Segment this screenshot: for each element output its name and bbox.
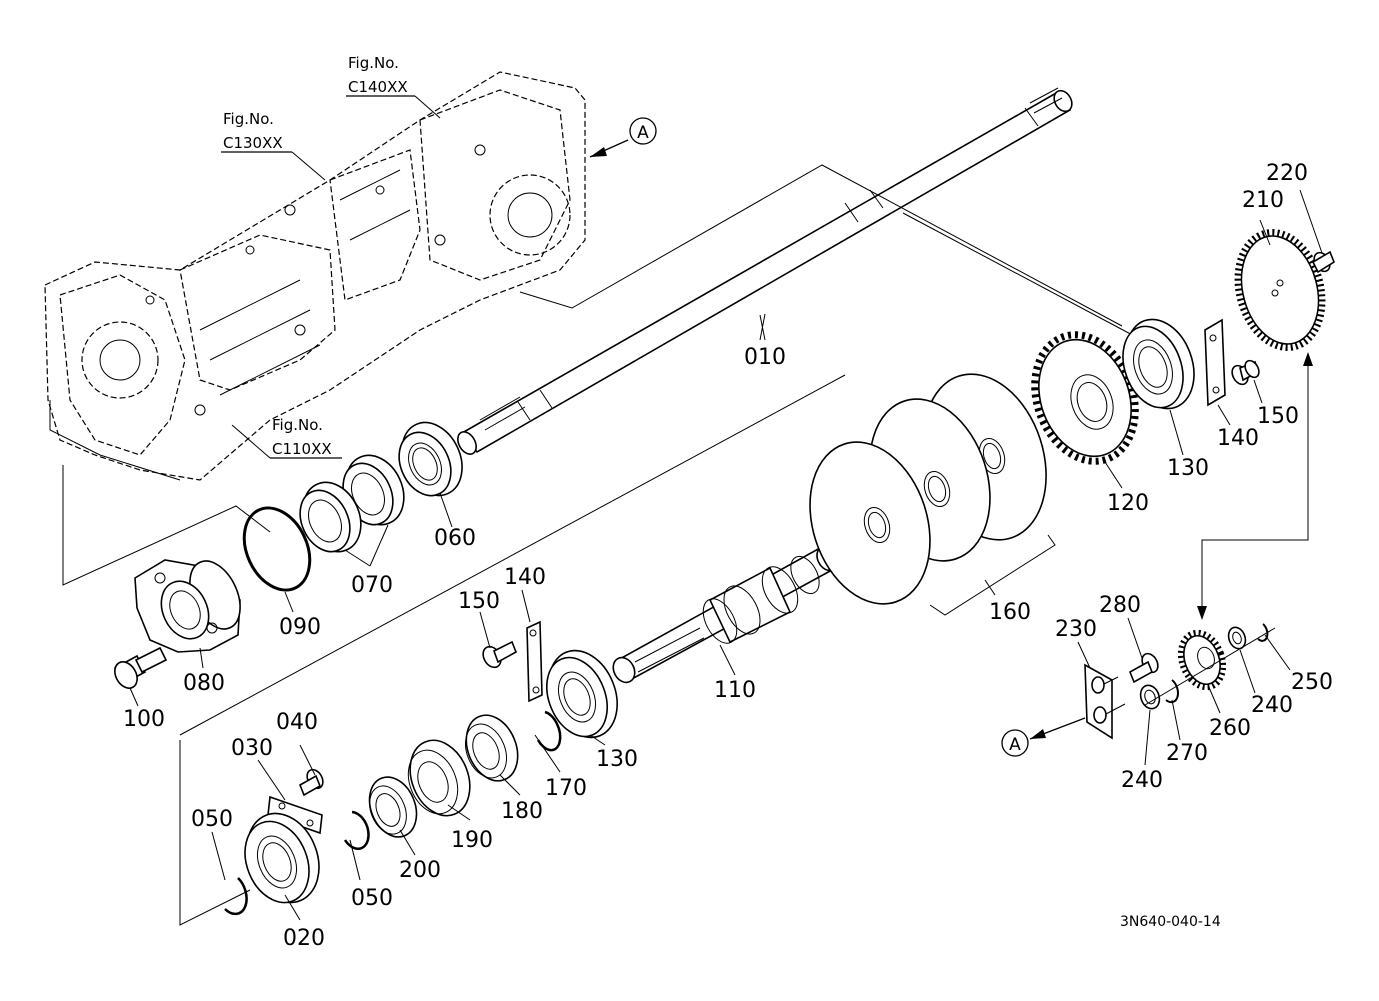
- label-040[interactable]: 040: [276, 710, 318, 735]
- label-060[interactable]: 060: [434, 526, 476, 551]
- sensor-wheel-210[interactable]: [1226, 224, 1333, 357]
- part-labels: 010 060 070 090 080 100 110 160 120 130 …: [123, 161, 1333, 951]
- label-050-left[interactable]: 050: [191, 807, 233, 832]
- fig-ref-c140xx[interactable]: Fig.No. C140XX: [346, 54, 441, 119]
- label-180[interactable]: 180: [501, 799, 543, 824]
- snap-ring-170[interactable]: [536, 710, 562, 752]
- label-140-lower[interactable]: 140: [504, 565, 546, 590]
- bearing-020[interactable]: [233, 803, 331, 914]
- fig-ref-caption: Fig.No.: [223, 110, 274, 128]
- bracket-160: [929, 534, 1056, 616]
- label-190[interactable]: 190: [451, 828, 493, 853]
- label-080[interactable]: 080: [183, 671, 225, 696]
- bracket-230[interactable]: [1084, 663, 1126, 740]
- label-260[interactable]: 260: [1209, 716, 1251, 741]
- gear-120[interactable]: [1018, 321, 1153, 476]
- label-230[interactable]: 230: [1055, 617, 1097, 642]
- plate-140-lower[interactable]: [526, 620, 543, 703]
- washer-240-lower[interactable]: [1137, 683, 1162, 712]
- washer-240-upper[interactable]: [1226, 625, 1249, 651]
- callout-a-bottom: A: [1001, 717, 1086, 757]
- snap-ring-250[interactable]: [1257, 623, 1269, 642]
- leader-lines: [62, 164, 1313, 926]
- label-150-lower[interactable]: 150: [458, 589, 500, 614]
- disc-160c[interactable]: [790, 426, 950, 619]
- label-220[interactable]: 220: [1266, 161, 1308, 186]
- bolt-150-lower[interactable]: [480, 640, 518, 671]
- label-130-upper[interactable]: 130: [1167, 456, 1209, 481]
- snap-ring-050-right[interactable]: [343, 810, 370, 850]
- label-250[interactable]: 250: [1291, 670, 1333, 695]
- flange-080[interactable]: [134, 553, 250, 653]
- snap-ring-050-left[interactable]: [224, 877, 248, 916]
- label-130-lower[interactable]: 130: [596, 747, 638, 772]
- fig-ref-caption: Fig.No.: [348, 54, 399, 72]
- fig-ref-code: C140XX: [348, 78, 408, 96]
- label-110[interactable]: 110: [714, 678, 756, 703]
- label-100[interactable]: 100: [123, 707, 165, 732]
- callout-a-top: A: [589, 117, 657, 158]
- bearing-060[interactable]: [389, 413, 473, 506]
- label-240-lower[interactable]: 240: [1121, 768, 1163, 793]
- transmission-case: [44, 71, 586, 481]
- drawing-number: 3N640-040-14: [1120, 914, 1221, 930]
- label-280[interactable]: 280: [1099, 593, 1141, 618]
- label-leaders: [129, 189, 1323, 921]
- bolt-100[interactable]: [110, 646, 168, 692]
- snap-ring-270[interactable]: [1165, 679, 1179, 704]
- fig-ref-code: C130XX: [223, 134, 283, 152]
- label-010[interactable]: 010: [744, 345, 786, 370]
- gear-190[interactable]: [399, 731, 480, 824]
- label-140-upper[interactable]: 140: [1217, 426, 1259, 451]
- label-150-upper[interactable]: 150: [1257, 404, 1299, 429]
- bearing-130-upper[interactable]: [1112, 310, 1205, 418]
- label-210[interactable]: 210: [1242, 188, 1284, 213]
- fig-ref-c130xx[interactable]: Fig.No. C130XX: [221, 110, 326, 181]
- gear-260[interactable]: [1174, 627, 1231, 693]
- label-270[interactable]: 270: [1166, 741, 1208, 766]
- label-050-right[interactable]: 050: [351, 886, 393, 911]
- label-120[interactable]: 120: [1107, 491, 1149, 516]
- plate-030[interactable]: [267, 795, 323, 835]
- label-240-upper[interactable]: 240: [1251, 693, 1293, 718]
- fig-ref-caption: Fig.No.: [272, 416, 323, 434]
- callout-letter: A: [637, 123, 649, 143]
- bolt-220[interactable]: [1311, 250, 1335, 274]
- bearing-200[interactable]: [361, 770, 425, 844]
- bolt-150-upper[interactable]: [1229, 358, 1262, 387]
- bearing-180[interactable]: [457, 707, 527, 788]
- bearing-130-lower[interactable]: [536, 640, 630, 747]
- main-shaft[interactable]: [454, 87, 1075, 457]
- o-ring-090[interactable]: [232, 497, 323, 600]
- label-090[interactable]: 090: [279, 615, 321, 640]
- label-200[interactable]: 200: [399, 858, 441, 883]
- label-020[interactable]: 020: [283, 926, 325, 951]
- label-070[interactable]: 070: [351, 573, 393, 598]
- bearing-070b[interactable]: [291, 473, 372, 561]
- shaft-110[interactable]: [609, 545, 839, 687]
- callout-letter: A: [1009, 735, 1021, 755]
- label-160[interactable]: 160: [989, 600, 1031, 625]
- plate-140-upper[interactable]: [1204, 318, 1226, 407]
- bolt-280[interactable]: [1128, 651, 1161, 684]
- bolt-040[interactable]: [298, 767, 326, 797]
- label-030[interactable]: 030: [231, 736, 273, 761]
- fig-ref-code: C110XX: [272, 440, 332, 458]
- fig-ref-c110xx[interactable]: Fig.No. C110XX: [231, 416, 342, 459]
- label-170[interactable]: 170: [545, 776, 587, 801]
